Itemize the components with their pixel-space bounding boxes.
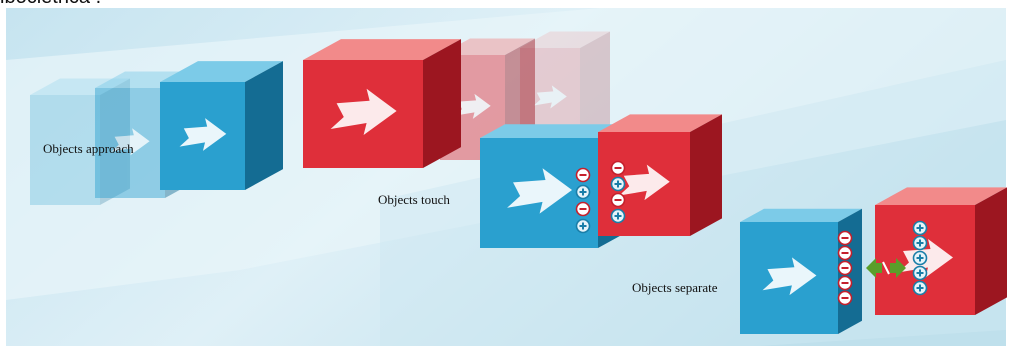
charge-separate-red-2	[914, 237, 927, 250]
label-objects-touch: Objects touch	[378, 192, 450, 208]
charge-separate-red-3	[914, 252, 927, 265]
charge-touch-blue-1	[577, 169, 590, 182]
red-cube-approach	[303, 39, 461, 168]
charge-separate-blue-2	[839, 247, 852, 260]
blue-cube-approach	[160, 61, 283, 190]
charge-touch-red-3	[612, 194, 625, 207]
charge-separate-blue-3	[839, 262, 852, 275]
charge-touch-blue-2	[577, 186, 590, 199]
charge-separate-blue-4	[839, 277, 852, 290]
charge-separate-blue-1	[839, 232, 852, 245]
charge-touch-red-2	[612, 178, 625, 191]
label-objects-separate: Objects separate	[632, 280, 718, 296]
charge-separate-red-5	[914, 282, 927, 295]
charge-touch-red-1	[612, 162, 625, 175]
charge-separate-red-1	[914, 222, 927, 235]
charge-touch-blue-3	[577, 203, 590, 216]
label-objects-approach: Objects approach	[43, 141, 134, 157]
charge-touch-blue-4	[577, 220, 590, 233]
red-cube-separate	[875, 187, 1007, 315]
charge-touch-red-4	[612, 210, 625, 223]
charge-separate-red-4	[914, 267, 927, 280]
charge-separate-blue-5	[839, 292, 852, 305]
